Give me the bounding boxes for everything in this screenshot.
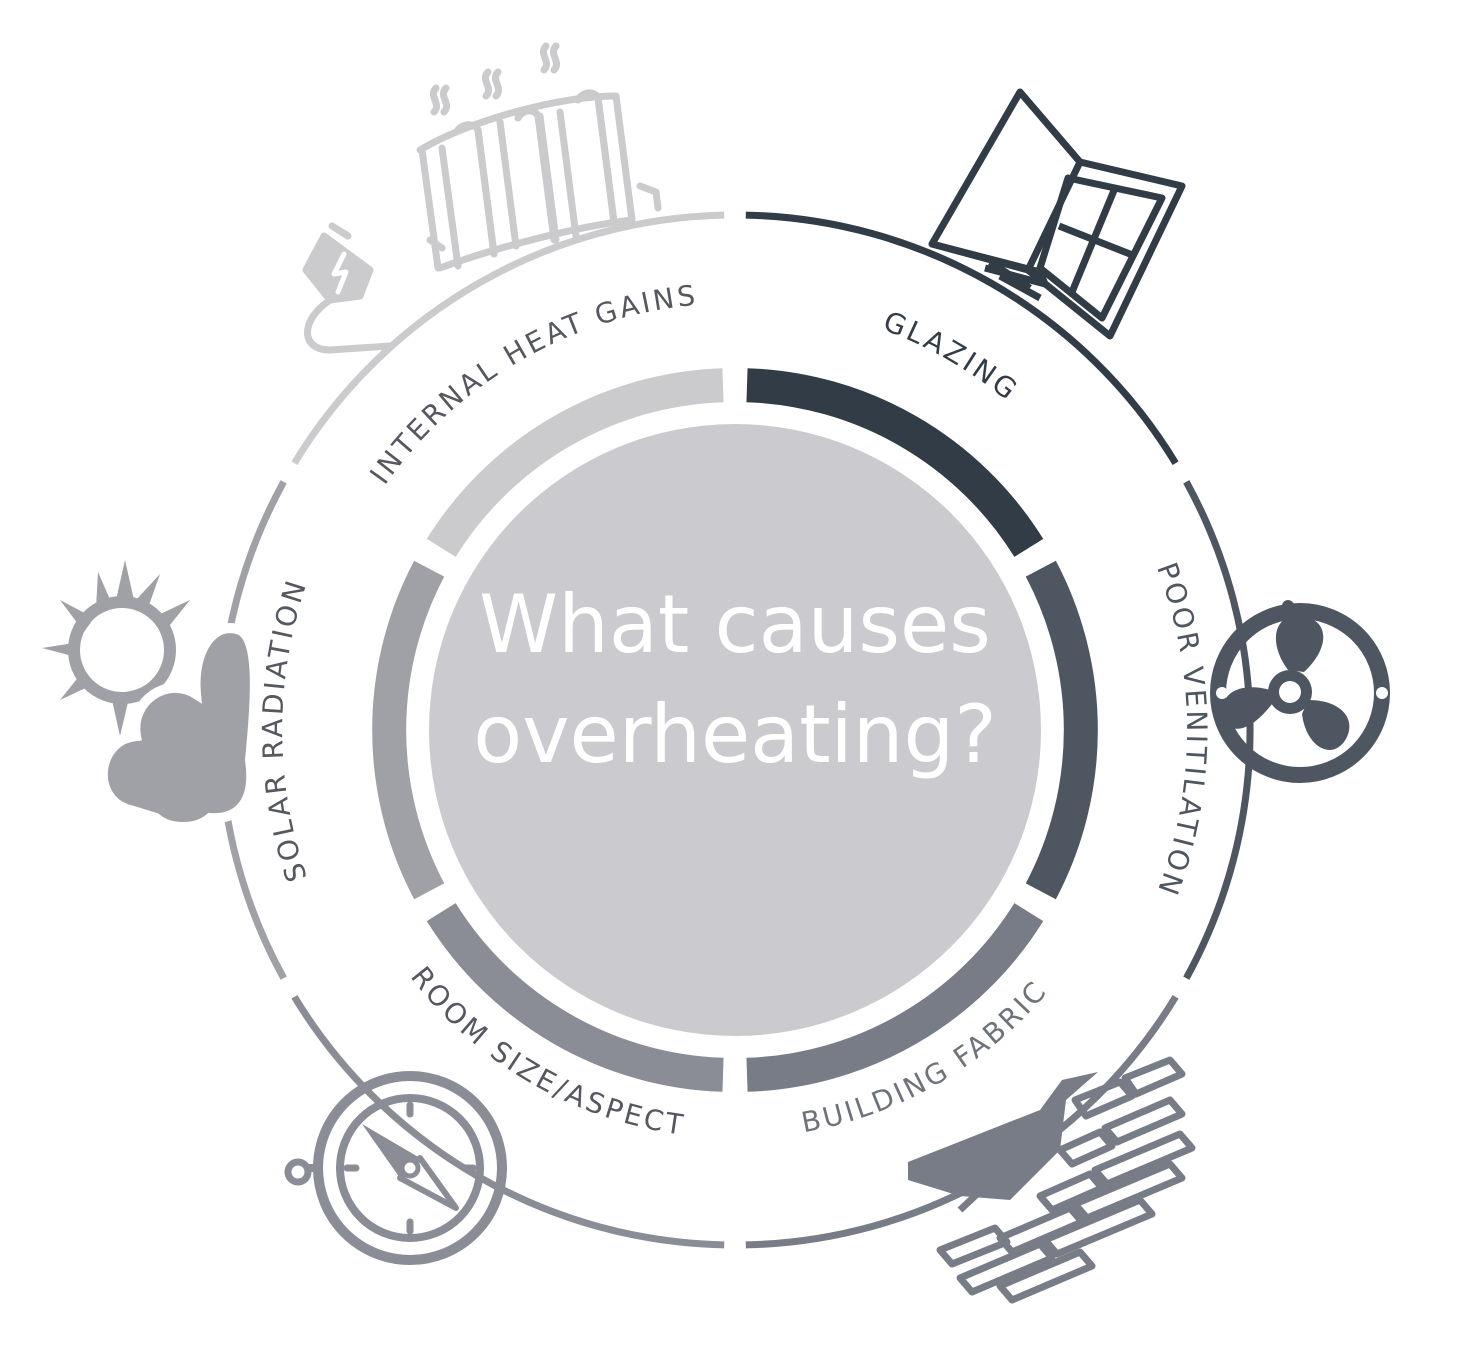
window-icon xyxy=(928,88,1186,340)
brick-wall-icon xyxy=(908,1056,1196,1304)
compass-icon xyxy=(284,1071,507,1265)
outer-arc-ventilation xyxy=(1183,480,1254,980)
sun-cloud-icon xyxy=(42,560,260,832)
center-disc xyxy=(429,424,1041,1036)
inner-arc-room xyxy=(426,903,724,1092)
inner-arc-fabric xyxy=(746,903,1044,1092)
inner-arc-solar xyxy=(372,560,445,900)
outer-arc-internal xyxy=(291,211,725,466)
label-solar-radiation: SOLAR RADIATION xyxy=(256,574,311,886)
label-glazing: GLAZING xyxy=(879,305,1023,408)
outer-arc-glazing xyxy=(745,211,1179,466)
inner-arc-internal xyxy=(426,368,724,557)
svg-text:GLAZING: GLAZING xyxy=(879,305,1026,408)
inner-arc-glazing xyxy=(746,368,1044,557)
inner-arc-ventilation xyxy=(1025,560,1098,900)
center-title-line2: overheating? xyxy=(473,688,996,781)
radiator-plug-icon xyxy=(302,42,662,354)
center-title-line1: What causes xyxy=(479,578,991,671)
svg-text:SOLAR RADIATION: SOLAR RADIATION xyxy=(256,574,314,886)
svg-text:POOR VENITILATION: POOR VENITILATION xyxy=(1150,558,1213,902)
fan-icon xyxy=(1210,600,1390,795)
label-ventilation: POOR VENITILATION xyxy=(1150,558,1210,902)
